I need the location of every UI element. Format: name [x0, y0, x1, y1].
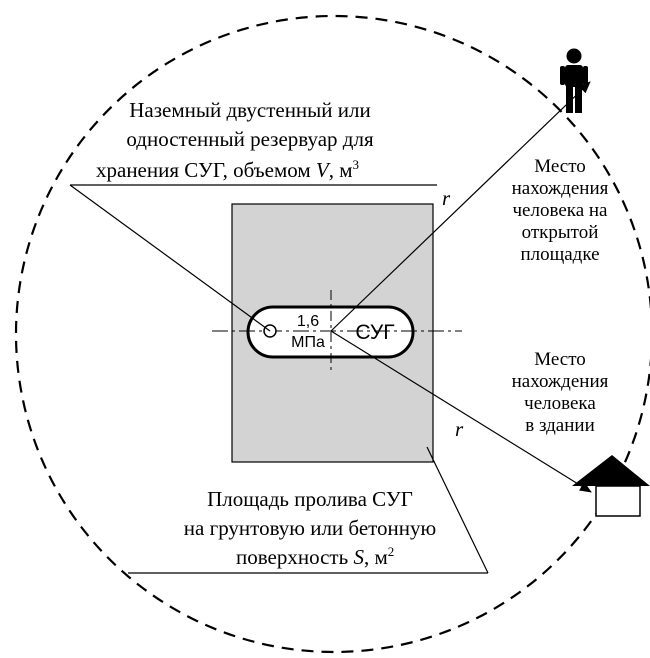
spill-caption-leader [426, 446, 489, 574]
person-building-line-2: нахождения [512, 371, 609, 392]
spill-caption-line-3: поверхность S, м2 [236, 544, 394, 569]
person-outdoor-line-4: открытой [522, 222, 599, 243]
tank-caption-line-2: одностенный резервуар для [126, 127, 374, 151]
radius-label-outdoor: r [442, 186, 451, 210]
tank-pressure-value: 1,6 [297, 313, 319, 330]
person-building-line-3: человека [524, 393, 596, 414]
spill-caption-line-2: на грунтовую или бетонную [184, 516, 436, 540]
person-building-line-4: в здании [525, 415, 595, 436]
tank-lpg-label: СУГ [355, 321, 394, 344]
tank-pressure-unit: МПа [291, 334, 325, 351]
person-icon [560, 48, 588, 113]
radius-label-building: r [455, 417, 464, 441]
tank-caption-line-1: Наземный двустенный или [129, 98, 370, 122]
building-icon [572, 455, 650, 517]
spill-caption-line-1: Площадь пролива СУГ [207, 487, 413, 511]
radius-arrow-building [330, 330, 592, 493]
tank-caption-line-3: хранения СУГ, объемом V, м3 [96, 157, 359, 182]
tank-caption-leader [69, 184, 271, 332]
person-building-line-1: Место [534, 349, 586, 370]
person-outdoor-line-3: человека на [513, 200, 609, 221]
person-outdoor-line-5: площадке [520, 244, 599, 265]
person-outdoor-line-2: нахождения [512, 178, 609, 199]
person-outdoor-line-1: Место [534, 156, 586, 177]
radius-arrow-outdoor [330, 81, 591, 332]
